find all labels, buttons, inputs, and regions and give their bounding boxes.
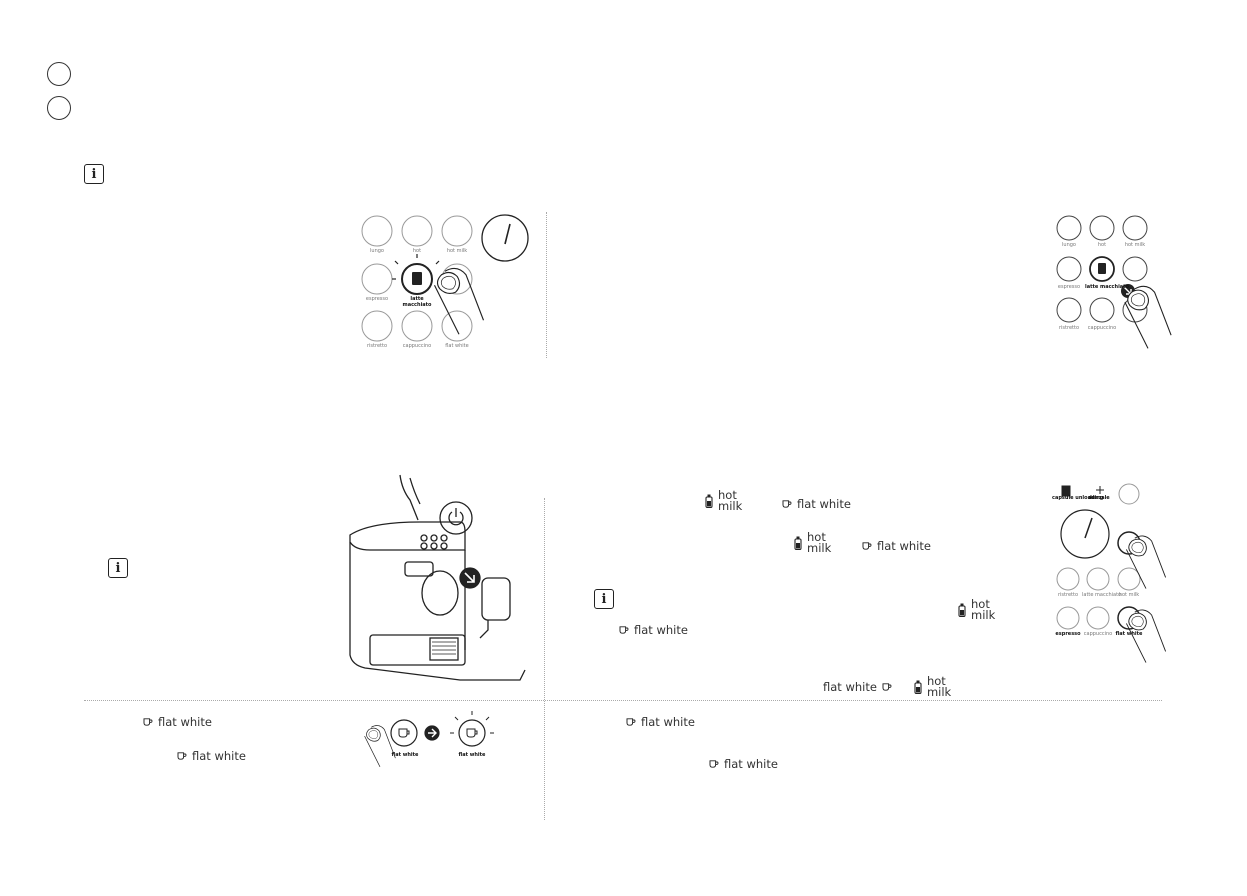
button-label: latte	[410, 296, 424, 302]
milk-bottle-icon	[705, 494, 713, 508]
hot-text: hot	[718, 488, 737, 502]
button-label: flat white	[391, 752, 419, 758]
section-divider	[84, 700, 1162, 701]
milk-text: milk	[807, 541, 832, 555]
mug-icon	[626, 718, 636, 726]
milk-text: milk	[971, 608, 996, 622]
flat-white-press-illustration: flat white flat white	[362, 706, 522, 768]
button-label: espresso	[365, 296, 389, 302]
info-icon: i	[594, 589, 614, 609]
flat-white-text: flat white	[724, 757, 778, 771]
button-label: latte macchiato	[1085, 284, 1129, 290]
finger-icon	[1122, 284, 1174, 350]
flat-white-text: flat white	[192, 749, 246, 763]
milk-bottle-icon	[958, 603, 966, 617]
button-label: latte macchiato	[1082, 592, 1122, 598]
flat-white-label: flat white	[782, 497, 851, 511]
flat-white-label: flat white	[709, 757, 778, 771]
button-label: macchiato	[402, 302, 432, 308]
flat-white-label: flat white	[619, 623, 688, 637]
info-icon: i	[84, 164, 104, 184]
coffee-machine-illustration	[340, 470, 530, 695]
milk-bottle-icon	[914, 680, 922, 694]
flat-white-label: flat white	[177, 749, 246, 763]
button-label: hot milk	[1118, 592, 1140, 598]
mug-icon	[143, 718, 153, 726]
flat-white-text: flat white	[641, 715, 695, 729]
flat-white-text: flat white	[877, 539, 931, 553]
mug-icon	[619, 626, 629, 634]
mug-icon	[177, 752, 187, 760]
milk-text: milk	[718, 499, 743, 513]
finger-icon	[360, 724, 400, 768]
flat-white-label: flat white	[862, 539, 931, 553]
button-label: espresso	[1055, 631, 1081, 637]
button-label: flat white	[445, 343, 469, 349]
flat-white-text: flat white	[797, 497, 851, 511]
button-label: espresso	[1057, 284, 1081, 290]
step-circle-icon	[47, 96, 71, 120]
hot-text: hot	[926, 674, 946, 688]
milk-bottle-icon	[794, 536, 802, 550]
flat-white-label: flat white	[143, 715, 212, 729]
mug-icon	[709, 760, 719, 768]
section-divider	[546, 212, 547, 358]
button-label: hot milk	[446, 248, 468, 254]
step-circle-icon	[47, 62, 71, 86]
section-divider	[544, 498, 545, 820]
flat-white-text: flat white	[823, 680, 877, 694]
milk-text: milk	[926, 685, 952, 699]
flat-white-text: flat white	[634, 623, 688, 637]
control-panel-illustration-a: lungo hot hot milk espresso latte macchi…	[360, 214, 535, 354]
button-label: ristretto	[366, 343, 387, 349]
mug-icon	[882, 683, 892, 691]
flat-white-text: flat white	[158, 715, 212, 729]
button-label: lungo	[1062, 242, 1076, 248]
button-label: lungo	[370, 248, 384, 254]
mug-icon	[862, 542, 872, 550]
info-glyph: i	[91, 166, 97, 182]
flat-white-label: flat white	[626, 715, 695, 729]
button-label: ristretto	[1058, 325, 1079, 331]
top-label: capsule unloading	[1052, 495, 1104, 501]
button-label: cappuccino	[1083, 631, 1113, 637]
finger-icon	[1124, 608, 1168, 664]
mug-icon	[782, 500, 792, 508]
hot-text: hot	[971, 597, 990, 611]
button-label: hot	[412, 248, 422, 254]
button-label: flat white	[458, 752, 486, 758]
finger-icon	[424, 266, 494, 336]
info-glyph: i	[601, 591, 607, 607]
button-label: cappuccino	[402, 343, 432, 349]
button-label: ristretto	[1057, 592, 1078, 598]
control-panel-illustration-b: lungo hot hot milk espresso latte macchi…	[1052, 214, 1167, 349]
info-glyph: i	[115, 560, 121, 576]
button-label: hot	[1097, 242, 1107, 248]
top-label: descale	[1088, 495, 1110, 501]
button-label: cappuccino	[1087, 325, 1117, 331]
button-label: flat white	[1115, 631, 1143, 637]
info-icon: i	[108, 558, 128, 578]
finger-icon	[1124, 534, 1168, 590]
button-label: hot milk	[1124, 242, 1146, 248]
control-panel-illustration-d: capsule unloading descale ristretto latt…	[1052, 482, 1167, 660]
hot-text: hot	[807, 530, 826, 544]
